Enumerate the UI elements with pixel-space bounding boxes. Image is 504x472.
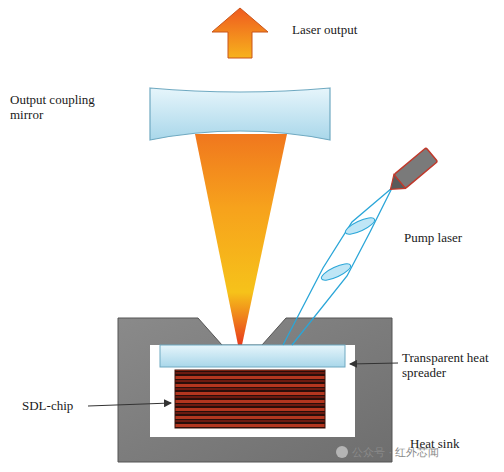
label-text: Output coupling mirror — [10, 92, 122, 122]
pump-lens — [319, 261, 352, 284]
watermark-icon — [336, 446, 348, 458]
leader-line — [88, 403, 171, 406]
pump-beam — [283, 188, 392, 345]
label-text: Laser output — [292, 22, 412, 37]
label-text: SDL-chip — [22, 398, 92, 413]
heat-spreader — [160, 345, 345, 367]
heat-sink-cavity — [150, 345, 355, 437]
label-text: Pump laser — [404, 230, 499, 245]
output-coupling-mirror — [150, 88, 330, 140]
heat-sink — [118, 318, 392, 462]
sdl-chip — [175, 370, 325, 428]
pump-lens — [343, 215, 376, 238]
watermark: 公众号 · 红外芯闻 — [352, 445, 440, 460]
output-arrow — [212, 8, 268, 58]
label-text: Transparent heat spreader — [402, 350, 500, 380]
leader-line — [350, 363, 398, 364]
laser-beam — [195, 134, 287, 345]
pump-laser — [385, 148, 438, 196]
